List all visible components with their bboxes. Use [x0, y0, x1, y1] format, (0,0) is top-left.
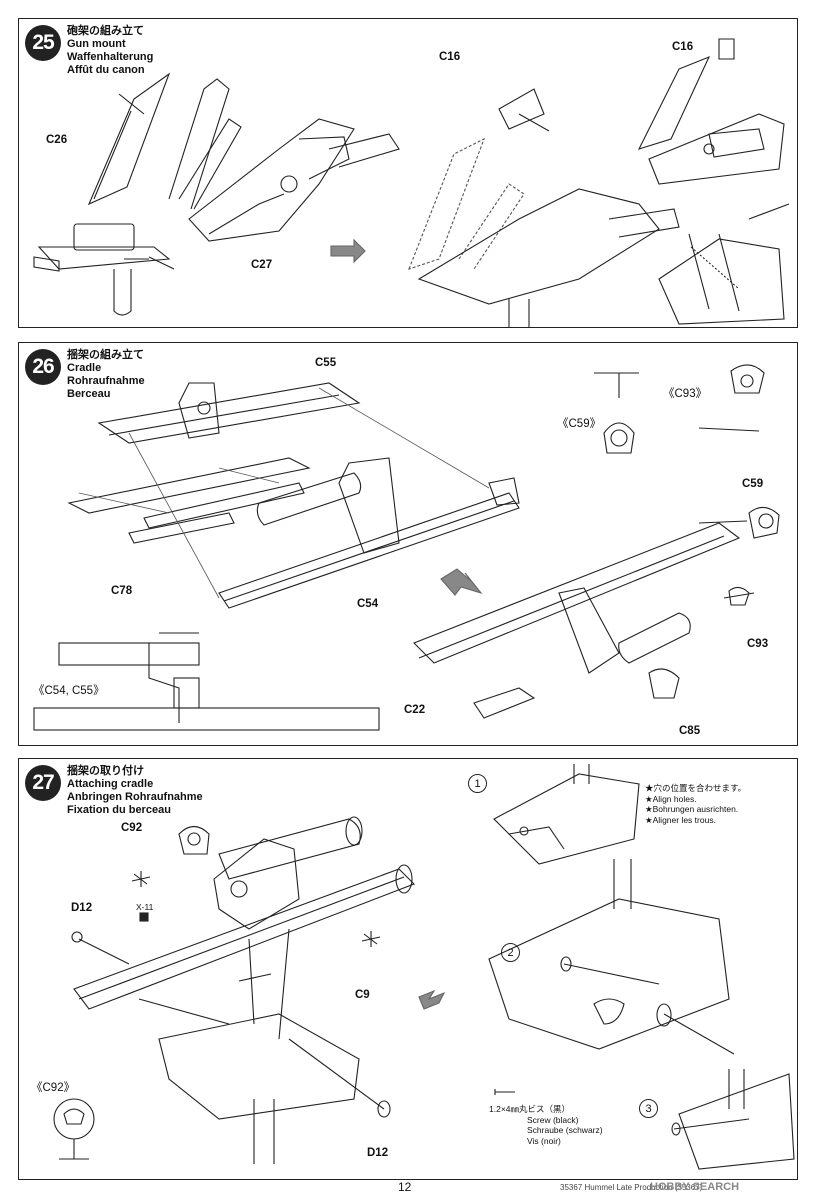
part-label: C92: [121, 822, 143, 834]
title-en: Attaching cradle: [67, 778, 154, 790]
step-25-panel: 25 砲架の組み立て Gun mount Waffenhalterung Aff…: [18, 18, 798, 328]
note-de: ★Bohrungen ausrichten.: [645, 804, 739, 814]
title-en: Gun mount: [67, 38, 126, 50]
part-label: C26: [46, 134, 68, 146]
part-label: C55: [315, 357, 337, 369]
substep-1-marker: 1: [468, 774, 487, 793]
screw-ja: 1.2×4㎜丸ビス（黒）: [489, 1104, 571, 1114]
title-en: Cradle: [67, 362, 102, 374]
substep-3-marker: 3: [639, 1099, 658, 1118]
step-title-block: 砲架の組み立て Gun mount Waffenhalterung Affût …: [67, 25, 153, 77]
screw-en: Screw (black): [527, 1114, 579, 1125]
title-ja: 揺架の取り付け: [67, 765, 144, 777]
screw-fr: Vis (noir): [527, 1135, 561, 1146]
watermark: HOBBY SEARCH: [650, 1181, 740, 1193]
detail-label: 《C54, C55》: [33, 685, 105, 697]
screw-spec-note: 1.2×4㎜丸ビス（黒） Screw (black) Schraube (sch…: [489, 1104, 603, 1146]
part-label: C54: [357, 598, 379, 610]
note-ja: ★穴の位置を合わせます。: [645, 783, 747, 793]
part-label: C16: [672, 41, 694, 53]
detail-label: 《C59》: [557, 418, 602, 430]
step-title-block: 揺架の組み立て Cradle Rohraufnahme Berceau: [67, 349, 145, 401]
cradle-drawing: [33, 364, 780, 731]
note-fr: ★Aligner les trous.: [645, 814, 716, 825]
step-26-panel: 26 揺架の組み立て Cradle Rohraufnahme Berceau: [18, 342, 798, 746]
title-de: Waffenhalterung: [67, 51, 154, 63]
attaching-cradle-drawing: [53, 764, 795, 1170]
title-fr: Fixation du berceau: [67, 804, 171, 816]
part-label: C16: [439, 51, 461, 63]
note-en: ★Align holes.: [645, 793, 697, 804]
part-label: C85: [679, 725, 701, 737]
title-de: Anbringen Rohraufnahme: [67, 791, 203, 803]
title-ja: 砲架の組み立て: [67, 25, 144, 37]
title-fr: Affût du canon: [67, 64, 145, 76]
step-title-block: 揺架の取り付け Attaching cradle Anbringen Rohra…: [67, 765, 203, 817]
part-label: C27: [251, 259, 273, 271]
product-code: 35367 Hummel Late Production (35367): [560, 1183, 703, 1192]
step-number: 25: [25, 25, 61, 61]
part-label: C9: [355, 989, 370, 1001]
title-fr: Berceau: [67, 388, 111, 400]
step-27-panel: 27 揺架の取り付け Attaching cradle Anbringen Ro…: [18, 758, 798, 1180]
step-number: 26: [25, 349, 61, 385]
screw-label: X-11: [136, 902, 154, 912]
gun-mount-drawing: [33, 38, 790, 327]
page-number: 12: [398, 1180, 412, 1194]
align-holes-note: ★穴の位置を合わせます。 ★Align holes. ★Bohrungen au…: [645, 783, 746, 825]
step-number: 27: [25, 765, 61, 801]
part-label: C22: [404, 704, 426, 716]
part-label: D12: [71, 902, 93, 914]
title-ja: 揺架の組み立て: [67, 349, 144, 361]
detail-label: 《C92》: [31, 1082, 76, 1094]
title-de: Rohraufnahme: [67, 375, 145, 387]
part-label: C59: [742, 478, 764, 490]
screw-de: Schraube (schwarz): [527, 1125, 603, 1135]
substep-2-marker: 2: [501, 943, 520, 962]
detail-label: 《C93》: [663, 388, 708, 400]
part-label: D12: [367, 1147, 389, 1159]
part-label: C78: [111, 585, 133, 597]
part-label: C93: [747, 638, 769, 650]
